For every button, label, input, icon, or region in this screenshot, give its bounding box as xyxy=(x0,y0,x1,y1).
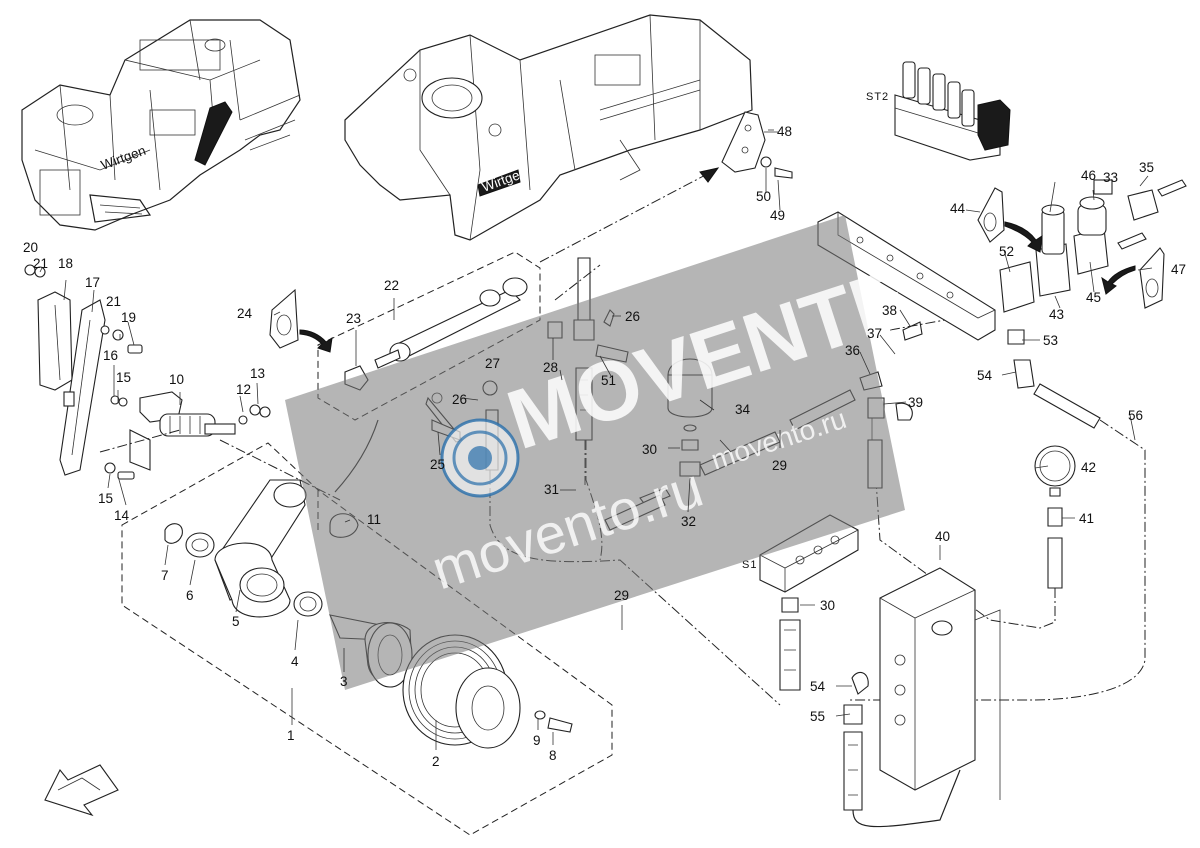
callout-52: 52 xyxy=(999,244,1014,259)
callout-44: 44 xyxy=(950,201,966,216)
callout-39: 39 xyxy=(908,395,923,410)
frame-assembly: Wirtgen xyxy=(344,14,753,241)
callout-3: 3 xyxy=(340,674,348,689)
swing-arm-5 xyxy=(164,479,359,618)
callout-22: 22 xyxy=(384,278,399,293)
callout-16: 16 xyxy=(103,348,118,363)
callout-30-lower: 30 xyxy=(820,598,835,613)
callout-9: 9 xyxy=(533,733,541,748)
callout-25: 25 xyxy=(430,457,445,472)
callout-15: 15 xyxy=(98,491,113,506)
callout-21-top: 21 xyxy=(33,256,48,271)
callout-43: 43 xyxy=(1049,307,1064,322)
left-arm-parts xyxy=(24,264,143,480)
callout-32: 32 xyxy=(681,514,696,529)
bracket-24 xyxy=(269,288,333,353)
brand-logo-text: Wirtgen xyxy=(99,143,148,173)
callout-10: 10 xyxy=(169,372,184,387)
callout-1: 1 xyxy=(287,728,295,743)
callout-20: 20 xyxy=(23,240,38,255)
callout-26-left: 26 xyxy=(452,392,467,407)
callout-42: 42 xyxy=(1081,460,1096,475)
callout-labels: 1 2 3 4 5 6 7 8 9 10 11 12 13 14 15 16 1… xyxy=(23,124,1186,769)
callout-34: 34 xyxy=(735,402,751,417)
callout-26-right: 26 xyxy=(625,309,640,324)
callout-29-right: 29 xyxy=(772,458,787,473)
callout-45: 45 xyxy=(1086,290,1101,305)
callout-15b: 15 xyxy=(116,370,131,385)
shaft-assembly-10 xyxy=(99,391,341,501)
callout-4: 4 xyxy=(291,654,299,669)
callout-49: 49 xyxy=(770,208,785,223)
callout-48: 48 xyxy=(777,124,792,139)
callout-55: 55 xyxy=(810,709,825,724)
st2-label: ST2 xyxy=(866,91,889,103)
valve-assembly-43 xyxy=(850,179,1187,701)
callout-35: 35 xyxy=(1139,160,1154,175)
callout-17: 17 xyxy=(85,275,100,290)
callout-50: 50 xyxy=(756,189,771,204)
leader-lines xyxy=(34,131,1153,750)
bracket-48 xyxy=(721,111,793,179)
callout-30-center: 30 xyxy=(642,442,657,457)
callout-54-right: 54 xyxy=(977,368,993,383)
callout-40: 40 xyxy=(935,529,950,544)
callout-51: 51 xyxy=(601,373,616,388)
callout-23: 23 xyxy=(346,311,361,326)
callout-54-lower: 54 xyxy=(810,679,826,694)
callout-14: 14 xyxy=(114,508,130,523)
gauge-assembly xyxy=(875,445,1076,629)
watermark: MOVENTE movento.ru movento.ru xyxy=(285,215,921,690)
callout-11: 11 xyxy=(367,512,381,527)
callout-31: 31 xyxy=(544,482,559,497)
callout-19: 19 xyxy=(121,310,136,325)
callout-24: 24 xyxy=(237,306,253,321)
callout-21-mid: 21 xyxy=(106,294,121,309)
orientation-arrow-icon xyxy=(44,764,119,817)
callout-56: 56 xyxy=(1128,408,1143,423)
callout-36: 36 xyxy=(845,343,860,358)
hydraulic-tank xyxy=(843,567,1001,828)
callout-6: 6 xyxy=(186,588,194,603)
callout-47: 47 xyxy=(1171,262,1186,277)
callout-29-bottom: 29 xyxy=(614,588,629,603)
callout-41: 41 xyxy=(1079,511,1094,526)
callout-8: 8 xyxy=(549,748,557,763)
callout-2: 2 xyxy=(432,754,440,769)
callout-27: 27 xyxy=(485,356,500,371)
callout-12: 12 xyxy=(236,382,251,397)
callout-7: 7 xyxy=(161,568,169,583)
callout-37: 37 xyxy=(867,326,882,341)
machine-overview: Wirtgen xyxy=(21,19,301,231)
callout-18: 18 xyxy=(58,256,73,271)
callout-46: 46 xyxy=(1081,168,1096,183)
callout-28: 28 xyxy=(543,360,558,375)
callout-13: 13 xyxy=(250,366,265,381)
callout-5: 5 xyxy=(232,614,240,629)
callout-38: 38 xyxy=(882,303,897,318)
valve-block-st2: ST2 xyxy=(866,61,1011,161)
callout-53: 53 xyxy=(1043,333,1058,348)
s1-label: S1 xyxy=(742,559,757,571)
frame-brand-text: Wirtgen xyxy=(480,165,529,195)
callout-33: 33 xyxy=(1103,170,1118,185)
